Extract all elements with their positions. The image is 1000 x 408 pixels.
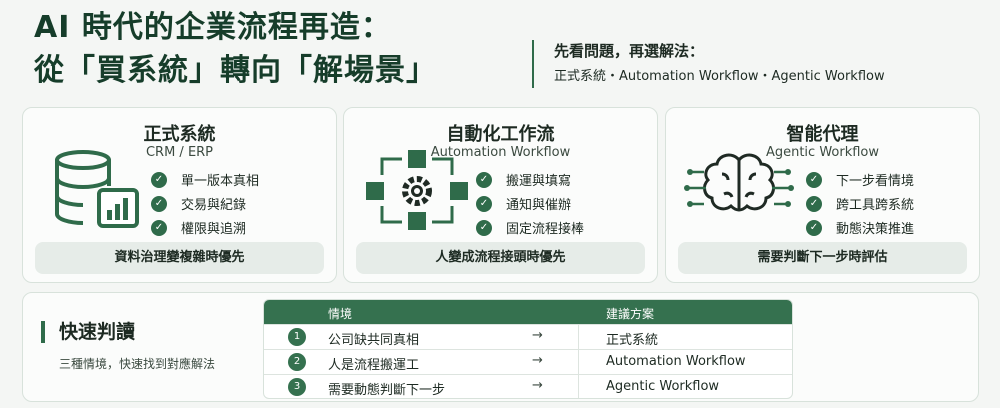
list-item: ✓通知與催辦 [476, 192, 584, 215]
row-number: 1 [288, 328, 306, 346]
database-chart-icon [55, 150, 139, 228]
list-item: ✓搬運與填寫 [476, 168, 584, 191]
check-icon: ✓ [151, 195, 167, 212]
arrow-icon: → [532, 328, 543, 343]
table-row: 3 需要動態判斷下一步 → Agentic Workflow [264, 374, 792, 398]
check-icon: ✓ [476, 219, 492, 236]
quick-read-description: 三種情境，快速找到對應解法 [59, 357, 216, 371]
list-item: ✓動態決策推進 [806, 216, 914, 239]
subheading: 先看問題，再選解法： 正式系統・Automation Workflow・Agen… [532, 40, 885, 88]
table-header: 情境 建議方案 [264, 300, 792, 324]
solution-cell: 正式系統 [606, 333, 659, 348]
card-subtitle: CRM / ERP [145, 145, 214, 160]
column-divider [578, 325, 579, 349]
feature-list: ✓下一步看情境 ✓跨工具跨系統 ✓動態決策推進 [806, 168, 914, 240]
row-number: 3 [288, 378, 306, 396]
feature-list: ✓單一版本真相 ✓交易與紀錄 ✓權限與追溯 [151, 168, 259, 240]
column-divider [578, 350, 579, 374]
list-item: ✓交易與紀錄 [151, 192, 259, 215]
mapping-table: 情境 建議方案 1 公司缺共同真相 → 正式系統 2 人是流程搬運工 → Aut… [263, 299, 793, 399]
arrow-icon: → [532, 378, 543, 393]
check-icon: ✓ [806, 195, 822, 212]
arrow-icon: → [532, 353, 543, 368]
page-title: AI 時代的企業流程再造： 從「買系統」轉向「解場景」 [34, 6, 437, 92]
list-item: ✓單一版本真相 [151, 168, 259, 191]
list-item: ✓下一步看情境 [806, 168, 914, 191]
solution-cell: Automation Workflow [606, 354, 746, 369]
situation-cell: 人是流程搬運工 [328, 358, 420, 373]
table-row: 1 公司缺共同真相 → 正式系統 [264, 324, 792, 349]
check-icon: ✓ [151, 171, 167, 188]
list-item: ✓固定流程接棒 [476, 216, 584, 239]
card-footer: 需要判斷下一步時評估 [678, 242, 967, 274]
column-header-solution: 建議方案 [606, 307, 655, 321]
answer-text: 正式系統・Automation Workflow・Agentic Workflo… [554, 69, 885, 84]
situation-cell: 需要動態判斷下一步 [328, 383, 446, 398]
quick-read-panel: 快速判讀 三種情境，快速找到對應解法 情境 建議方案 1 公司缺共同真相 → 正… [22, 292, 979, 402]
row-number: 2 [288, 353, 306, 371]
card-subtitle: Automation Workflow [430, 145, 571, 160]
title-line-1: AI 時代的企業流程再造： [34, 10, 392, 45]
card-footer: 資料治理變複雜時優先 [35, 242, 324, 274]
check-icon: ✓ [151, 219, 167, 236]
feature-list: ✓搬運與填寫 ✓通知與催辦 ✓固定流程接棒 [476, 168, 584, 240]
card-title: 自動化工作流 [446, 124, 555, 145]
workflow-gear-icon [366, 150, 468, 230]
brain-circuit-icon [684, 153, 794, 212]
list-item: ✓跨工具跨系統 [806, 192, 914, 215]
question-text: 先看問題，再選解法： [554, 42, 705, 60]
card-footer: 人變成流程接頭時優先 [356, 242, 645, 274]
card-formal-system: 正式系統 CRM / ERP ✓單一版本真相 ✓交易與紀錄 ✓權限與追溯 資料治… [22, 107, 337, 283]
card-automation-workflow: 自動化工作流 Automation Workflow ✓搬運與填寫 ✓通知與催辦… [343, 107, 658, 283]
check-icon: ✓ [806, 171, 822, 188]
card-agentic-workflow: 智能代理 Agentic Workflow ✓下一步看情境 ✓跨工具跨系統 ✓動… [665, 107, 980, 283]
column-header-situation: 情境 [328, 307, 353, 321]
check-icon: ✓ [476, 171, 492, 188]
quick-read-title: 快速判讀 [41, 321, 135, 343]
check-icon: ✓ [476, 195, 492, 212]
situation-cell: 公司缺共同真相 [328, 333, 420, 348]
card-title: 正式系統 [143, 124, 216, 145]
card-title: 智能代理 [786, 124, 859, 145]
column-divider [578, 375, 579, 398]
solution-cell: Agentic Workflow [606, 379, 720, 394]
check-icon: ✓ [806, 219, 822, 236]
list-item: ✓權限與追溯 [151, 216, 259, 239]
table-row: 2 人是流程搬運工 → Automation Workflow [264, 349, 792, 374]
title-line-2: 從「買系統」轉向「解場景」 [34, 53, 437, 88]
card-subtitle: Agentic Workflow [765, 145, 880, 160]
